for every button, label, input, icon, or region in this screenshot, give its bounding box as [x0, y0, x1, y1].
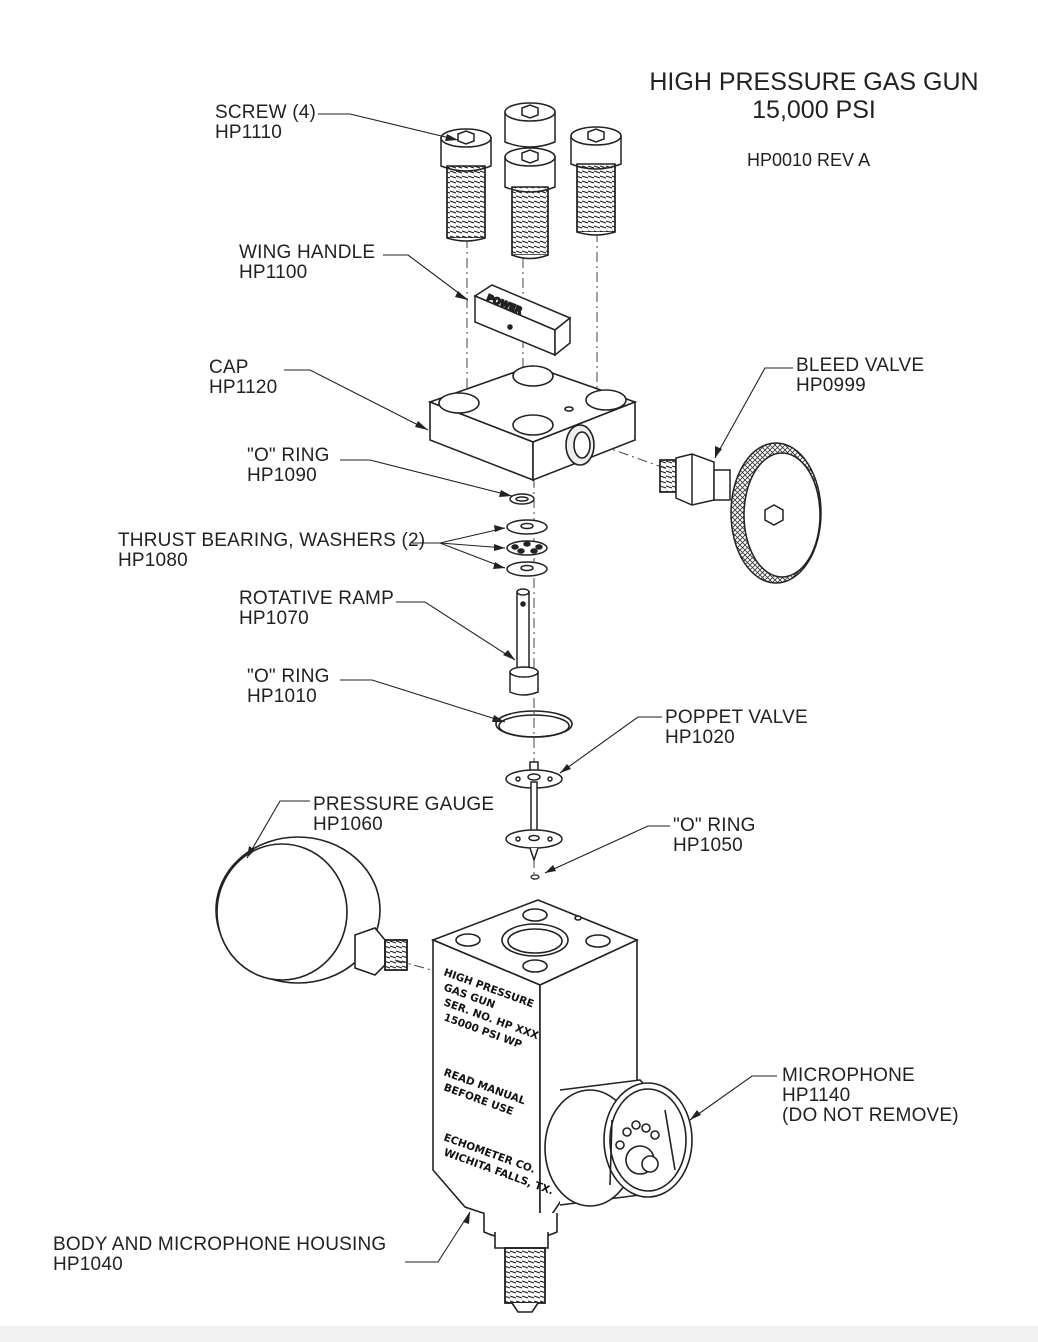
label-microphone-note: (DO NOT REMOVE) [782, 1105, 959, 1126]
poppet-valve [505, 761, 563, 863]
label-poppet-valve-part: HP1020 [665, 727, 735, 748]
label-cap: CAP HP1120 [209, 358, 277, 398]
label-body: BODY AND MICROPHONE HOUSING HP1040 [53, 1235, 386, 1275]
label-microphone-name: MICROPHONE [782, 1065, 915, 1086]
bleed-valve [659, 442, 822, 584]
label-microphone-part: HP1140 [782, 1085, 851, 1106]
label-pressure-gauge: PRESSURE GAUGE HP1060 [313, 795, 494, 835]
label-screw-part: HP1110 [215, 122, 283, 143]
o-ring-hp1090 [509, 493, 535, 505]
label-wing-handle-part: HP1100 [239, 262, 308, 283]
label-o-ring-hp1010-name: "O" RING [247, 666, 330, 687]
body-housing: HIGH PRESSURE GAS GUN SER. NO. HP XXX 15… [430, 899, 693, 1313]
bottom-fitting [483, 1213, 558, 1313]
rotative-ramp [509, 588, 539, 696]
label-screw-name: SCREW (4) [215, 102, 317, 123]
screw-front [504, 147, 556, 260]
label-o-ring-hp1050-name: "O" RING [673, 815, 756, 836]
label-bleed-valve-name: BLEED VALVE [796, 355, 925, 376]
label-cap-name: CAP [209, 357, 249, 378]
label-o-ring-hp1090-name: "O" RING [247, 445, 330, 466]
label-pressure-gauge-part: HP1060 [313, 814, 383, 835]
pressure-gauge [215, 836, 408, 984]
label-o-ring-hp1050-part: HP1050 [673, 835, 743, 856]
label-rotative-ramp-name: ROTATIVE RAMP [239, 588, 394, 609]
label-o-ring-hp1090: "O" RING HP1090 [247, 446, 330, 486]
label-o-ring-hp1010-part: HP1010 [247, 686, 317, 707]
label-rotative-ramp: ROTATIVE RAMP HP1070 [239, 589, 394, 629]
wing-handle: POWER [473, 284, 572, 357]
label-body-part: HP1040 [53, 1254, 123, 1275]
label-screw: SCREW (4) HP1110 [215, 103, 316, 143]
label-rotative-ramp-part: HP1070 [239, 608, 309, 629]
label-cap-part: HP1120 [209, 377, 278, 398]
label-thrust-bearing: THRUST BEARING, WASHERS (2) HP1080 [118, 531, 425, 571]
label-bleed-valve-part: HP0999 [796, 375, 866, 396]
o-ring-hp1010 [495, 710, 573, 738]
label-pressure-gauge-name: PRESSURE GAUGE [313, 794, 495, 815]
label-o-ring-hp1090-part: HP1090 [247, 465, 317, 486]
o-ring-hp1050 [530, 874, 540, 880]
label-bleed-valve: BLEED VALVE HP0999 [796, 356, 924, 396]
label-poppet-valve-name: POPPET VALVE [665, 707, 808, 728]
page-bottom-bar [0, 1326, 1038, 1342]
screw-right [570, 126, 622, 236]
screw-back [504, 102, 556, 148]
document-number: HP0010 REV A [747, 150, 871, 170]
label-poppet-valve: POPPET VALVE HP1020 [665, 708, 808, 748]
label-microphone: MICROPHONE HP1140 (DO NOT REMOVE) [782, 1066, 959, 1126]
screw-group [440, 102, 622, 260]
label-o-ring-hp1010: "O" RING HP1010 [247, 667, 330, 707]
label-thrust-bearing-name: THRUST BEARING, WASHERS (2) [118, 530, 426, 551]
thrust-bearing-stack [506, 519, 548, 577]
label-wing-handle: WING HANDLE HP1100 [239, 243, 375, 283]
label-body-name: BODY AND MICROPHONE HOUSING [53, 1234, 387, 1255]
label-o-ring-hp1050: "O" RING HP1050 [673, 816, 756, 856]
microphone [544, 1079, 693, 1207]
title-line-1: HIGH PRESSURE GAS GUN [649, 68, 979, 96]
label-thrust-bearing-part: HP1080 [118, 550, 188, 571]
screw-left [440, 128, 492, 242]
leader-arrowheads [247, 134, 722, 1224]
title-line-2: 15,000 PSI [752, 96, 876, 124]
cap-block [427, 365, 638, 482]
drawing-title: HIGH PRESSURE GAS GUN 15,000 PSI [645, 68, 983, 124]
label-wing-handle-name: WING HANDLE [239, 242, 376, 263]
